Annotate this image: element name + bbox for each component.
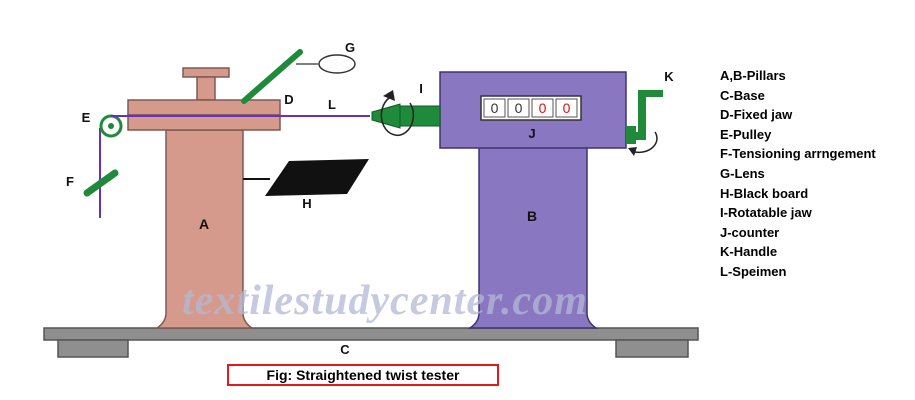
counter-digit-1: 0 (491, 100, 499, 116)
label-e: E (82, 110, 91, 125)
base-c (43, 327, 699, 358)
label-i: I (419, 81, 423, 96)
legend-item: I-Rotatable jaw (720, 205, 812, 221)
figure-caption: Fig: Straightened twist tester (227, 364, 499, 386)
counter-digit-3: 0 (539, 100, 547, 116)
pillar-b (439, 71, 627, 329)
legend-item: E-Pulley (720, 126, 772, 142)
black-board-h (243, 159, 369, 196)
handle-k (626, 90, 663, 144)
label-l: L (328, 97, 336, 112)
counter-j: 0 0 0 0 (480, 95, 582, 121)
label-b: B (527, 208, 537, 224)
label-c: C (340, 342, 350, 357)
legend-item: C-Base (720, 87, 765, 103)
label-k: K (664, 69, 674, 84)
legend-item: D-Fixed jaw (720, 107, 793, 123)
label-g: G (345, 40, 355, 55)
rotation-arrow-i (380, 90, 415, 136)
watermark: textilestudycenter.com (182, 278, 588, 324)
rotation-arrow-k (628, 131, 658, 156)
legend-item: H-Black board (720, 185, 809, 201)
pulley-e (99, 114, 123, 138)
pillar-a (154, 129, 255, 329)
label-f: F (66, 174, 74, 189)
legend-item: J-counter (720, 224, 780, 240)
fixed-jaw-d (127, 67, 281, 131)
label-a: A (199, 216, 209, 232)
legend-item: K-Handle (720, 244, 778, 260)
counter-digit-4: 0 (563, 100, 571, 116)
legend-item: L-Speimen (720, 263, 787, 279)
label-j: J (528, 126, 535, 141)
legend-item: F-Tensioning arrngement (720, 146, 876, 162)
legend-item: G-Lens (720, 165, 765, 181)
tensioning-arrangement-f (83, 128, 119, 218)
legend-item: A,B-Pillars (720, 68, 786, 83)
counter-digit-2: 0 (515, 100, 523, 116)
label-h: H (302, 196, 311, 211)
legend-list: A,B-Pillars C-Base D-Fixed jaw E-Pulley … (720, 66, 876, 282)
label-d: D (284, 92, 293, 107)
lens-g (241, 49, 356, 104)
rotatable-jaw-i (371, 103, 441, 129)
